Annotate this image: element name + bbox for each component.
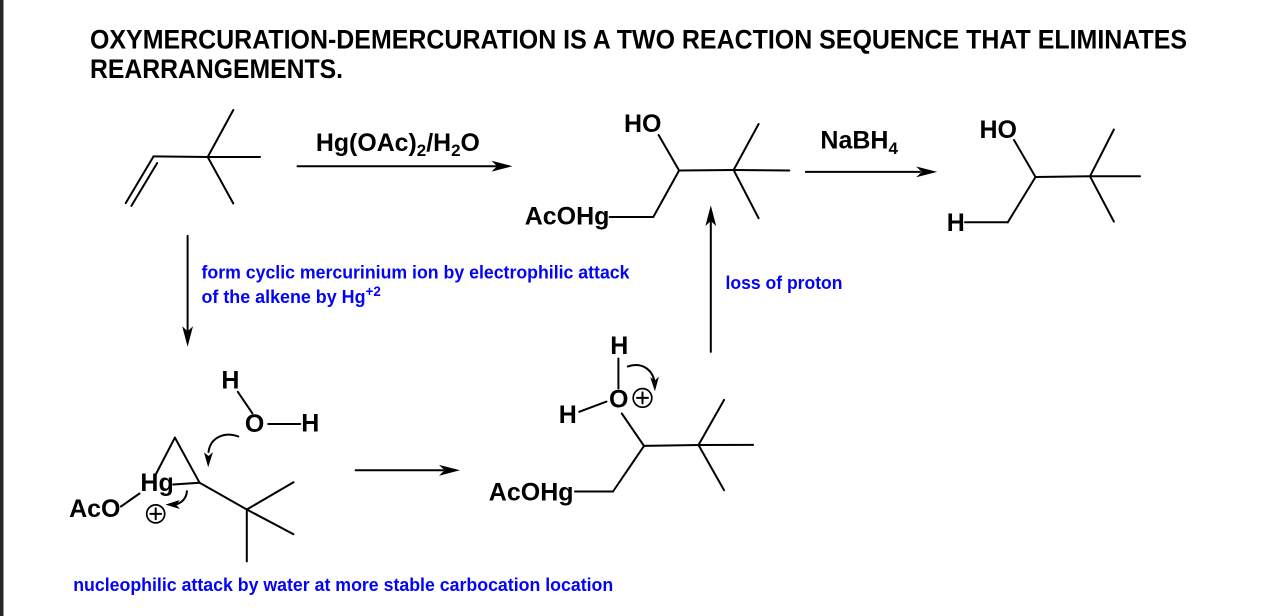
- svg-text:H: H: [947, 209, 965, 237]
- svg-text:H: H: [610, 332, 628, 360]
- svg-text:H: H: [559, 401, 577, 429]
- svg-text:REARRANGEMENTS.: REARRANGEMENTS.: [90, 54, 343, 84]
- svg-text:O: O: [609, 386, 628, 414]
- svg-text:AcO: AcO: [69, 495, 120, 523]
- svg-text:AcOHg: AcOHg: [489, 479, 574, 507]
- svg-text:Hg: Hg: [140, 469, 173, 497]
- svg-text:O: O: [245, 410, 264, 438]
- svg-text:OXYMERCURATION-DEMERCURATION I: OXYMERCURATION-DEMERCURATION IS A TWO RE…: [90, 25, 1187, 55]
- svg-text:H: H: [221, 367, 239, 395]
- svg-text:of the alkene by Hg+2: of the alkene by Hg+2: [202, 284, 381, 307]
- svg-text:nucleophilic attack by water a: nucleophilic attack by water at more sta…: [73, 574, 613, 595]
- svg-text:HO: HO: [624, 110, 662, 138]
- svg-text:H: H: [301, 410, 319, 438]
- svg-text:AcOHg: AcOHg: [525, 203, 610, 231]
- svg-text:Hg(OAc)2/H2O: Hg(OAc)2/H2O: [316, 129, 480, 160]
- svg-text:NaBH4: NaBH4: [820, 126, 898, 158]
- svg-text:loss of proton: loss of proton: [726, 272, 843, 293]
- svg-text:HO: HO: [980, 116, 1018, 144]
- svg-text:form cyclic mercurinium ion by: form cyclic mercurinium ion by electroph…: [202, 262, 631, 283]
